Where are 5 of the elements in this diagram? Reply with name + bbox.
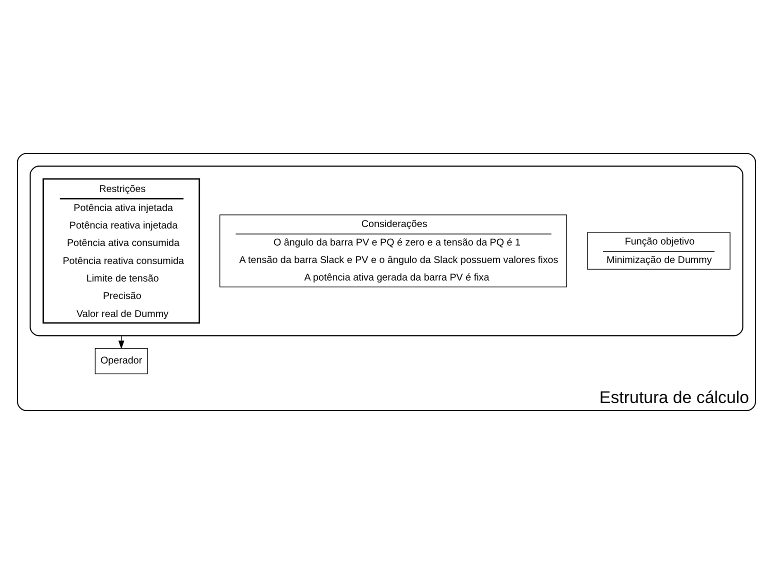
node-box: Considerações O ângulo da barra PV e PQ é zero e a tensão da PQ é 1 A tensão da barra Slack e PV e o ângulo da Slack possuem valores fixos A potência ativa gerada da barra PV é fixa (219, 214, 567, 288)
node-box: Restrições Potência ativa injetada Potência reativa injetada Potência ativa consumida Potência reativa consumida Limite de tensão Precisão Valor real de Dummy (42, 178, 200, 324)
node-box: Função objetivo Minimização de Dummy (587, 232, 730, 270)
node-box: Operador (94, 348, 148, 374)
cluster (30, 166, 744, 336)
